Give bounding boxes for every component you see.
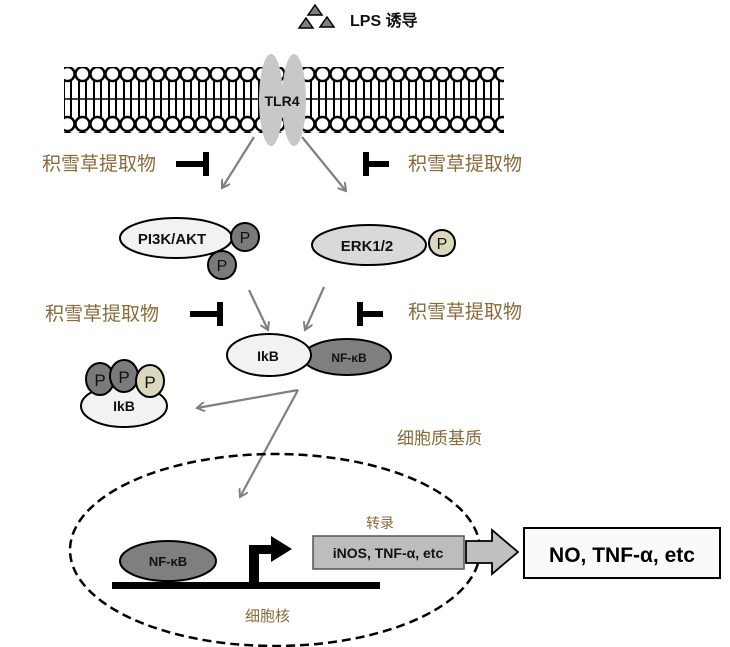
phospho-group: [428, 229, 456, 257]
arrow-nfkb-translocation: [240, 389, 299, 497]
cytoplasm-label: 细胞质基质: [397, 429, 482, 449]
tlr4-receptor: TLR4: [259, 54, 306, 146]
phospho-label: P: [240, 230, 251, 247]
phospho-ikb-label: IkB: [113, 398, 135, 414]
arrow-erk-to-ikb: [305, 286, 326, 330]
gene-box-label: iNOS, TNF-α, etc: [333, 545, 444, 561]
arrow-tlr4-to-erk: [301, 136, 346, 191]
erk-node: ERK1/2 P: [311, 224, 456, 266]
inhibition-bar-icon: [363, 152, 389, 176]
lps-triangle-icon: [297, 16, 315, 29]
pi3k-akt-node: PI3K/AKT P P: [119, 217, 260, 280]
tlr4-label: TLR4: [265, 93, 300, 109]
lps-stimulus: LPS 诱导: [297, 3, 418, 30]
transcription-label: 转录: [366, 516, 394, 532]
inhibition-bar-icon: [190, 302, 223, 326]
phospho-label: P: [437, 236, 448, 253]
gene-box: iNOS, TNF-α, etc: [312, 535, 465, 570]
arrow-tlr4-to-pi3k: [222, 136, 255, 188]
inhibitor-label: 积雪草提取物: [408, 301, 522, 323]
inhibition-bar-icon: [357, 302, 383, 326]
pi3k-akt-label: PI3K/AKT: [138, 231, 206, 248]
phospho-group: [207, 250, 237, 280]
nfkb-label: NF-κB: [331, 351, 367, 365]
arrow-ikb-release: [197, 388, 299, 408]
phospho-ikb-node: IkB P P P: [80, 359, 168, 428]
output-label: NO, TNF-α, etc: [549, 544, 695, 567]
ikb-nfkb-complex: NF-κB IkB: [226, 333, 392, 377]
lps-label: LPS 诱导: [350, 11, 418, 30]
lps-triangle-icon: [318, 15, 336, 28]
nucleus-label: 细胞核: [245, 607, 290, 625]
phospho-label: P: [94, 371, 105, 390]
output-arrow-icon: [465, 528, 520, 576]
phospho-group: [135, 364, 165, 398]
arrow-pi3k-to-ikb: [248, 289, 268, 330]
phospho-label: P: [217, 258, 228, 275]
inhibitor-label: 积雪草提取物: [45, 303, 159, 325]
inhibitor-label: 积雪草提取物: [408, 153, 522, 175]
nfkb-nucleus-node: NF-κB: [119, 540, 217, 582]
output-box: NO, TNF-α, etc: [523, 527, 721, 579]
erk-label: ERK1/2: [341, 238, 394, 255]
phospho-label: P: [118, 368, 129, 387]
inhibitor-label: 积雪草提取物: [42, 153, 156, 175]
dna-strand: [112, 582, 380, 589]
phospho-label: P: [144, 373, 155, 392]
phospho-group: [230, 222, 260, 252]
promoter-arrow-icon: [249, 536, 292, 585]
ikb-label: IkB: [257, 348, 279, 364]
inhibition-bar-icon: [176, 152, 209, 176]
lps-triangle-icon: [306, 3, 324, 16]
nfkb-nucleus-label: NF-κB: [149, 554, 187, 569]
